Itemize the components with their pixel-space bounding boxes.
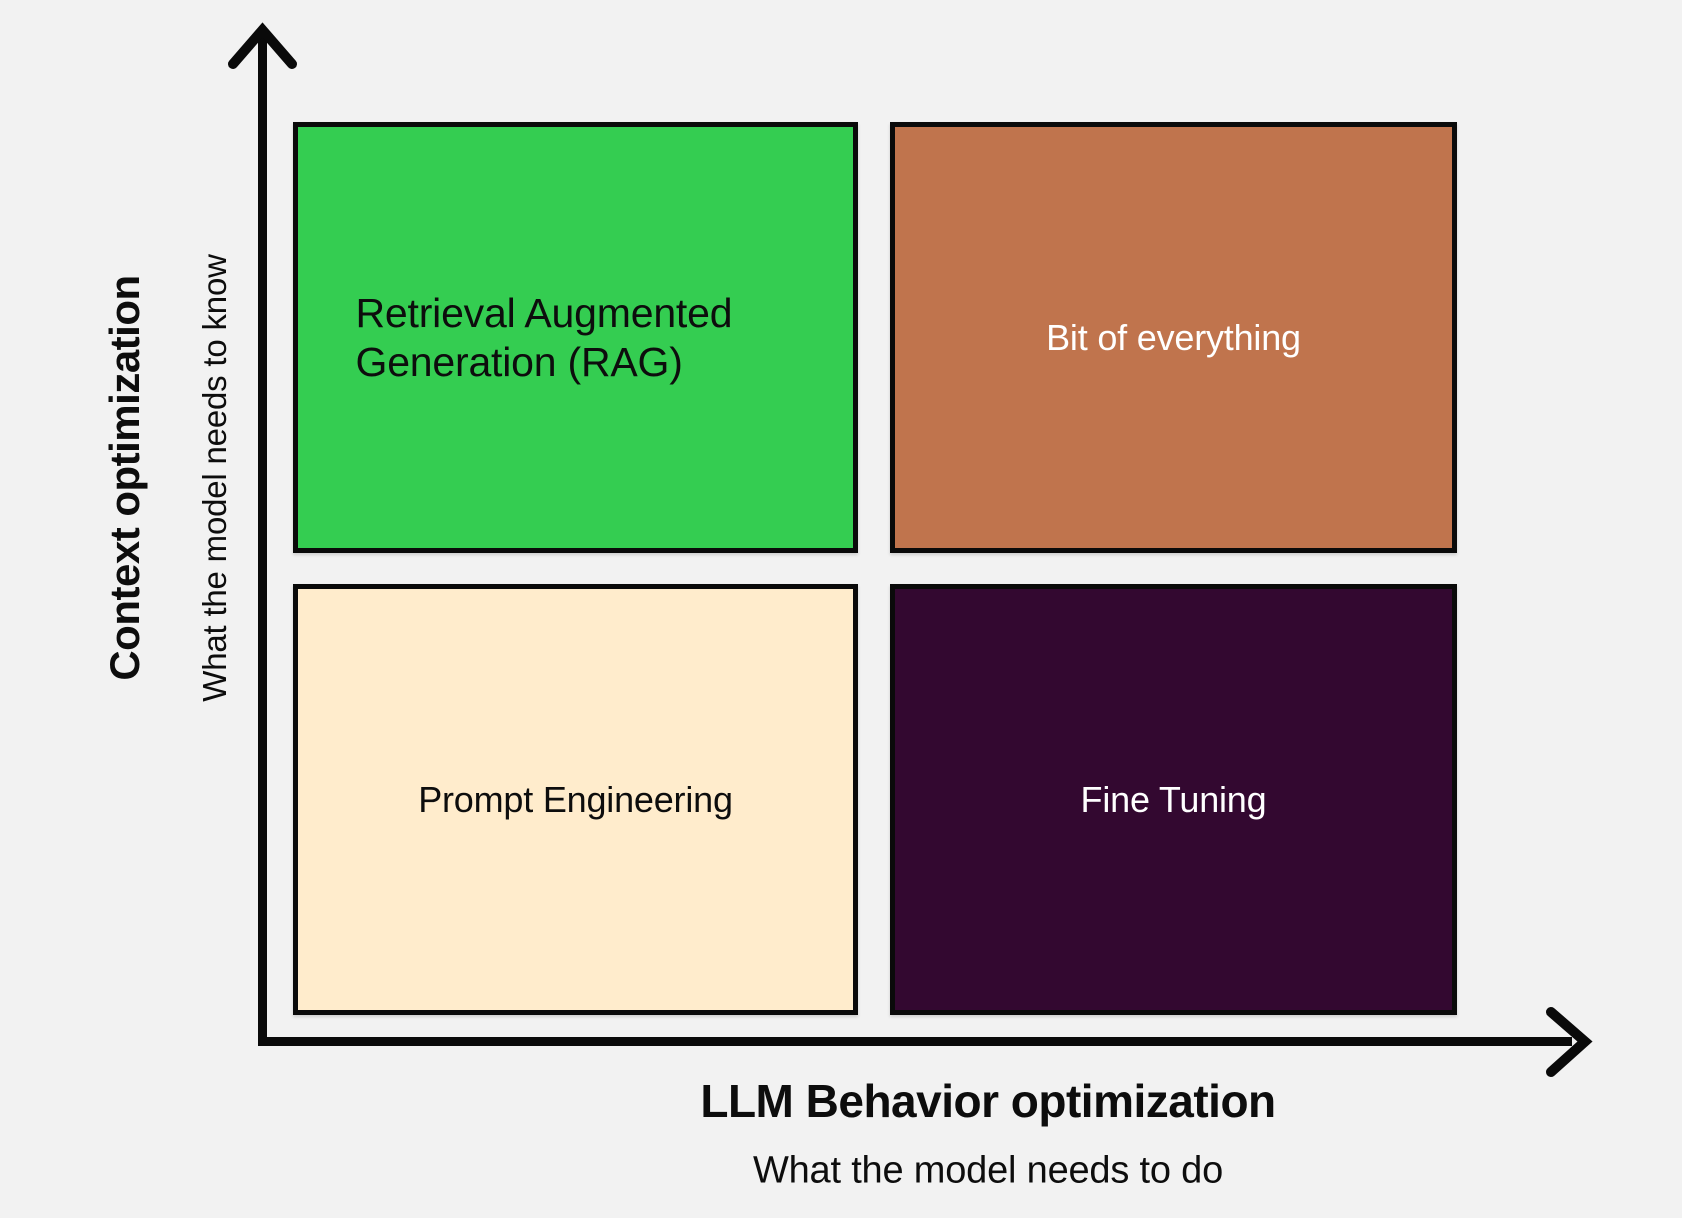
y-axis-line xyxy=(228,22,297,1046)
quadrant-fine-tuning-label: Fine Tuning xyxy=(1080,779,1267,820)
y-axis-title: Context optimization xyxy=(101,275,148,681)
quadrant-rag-label: Retrieval Augmented Generation (RAG) xyxy=(355,289,733,385)
x-axis-line xyxy=(258,1007,1593,1077)
quadrant-bit-of-everything-label: Bit of everything xyxy=(1046,317,1301,358)
quadrant-prompt-engineering: Prompt Engineering xyxy=(293,584,858,1015)
quadrant-rag: Retrieval Augmented Generation (RAG) xyxy=(293,122,858,553)
y-axis-subtitle: What the model needs to know xyxy=(196,254,233,702)
quadrant-fine-tuning: Fine Tuning xyxy=(890,584,1457,1015)
x-axis-title: LLM Behavior optimization xyxy=(700,1075,1276,1127)
x-axis-arrow-icon xyxy=(1546,1007,1593,1077)
x-axis-subtitle: What the model needs to do xyxy=(752,1149,1224,1192)
y-axis-arrow-icon xyxy=(228,22,297,69)
quadrant-prompt-engineering-label: Prompt Engineering xyxy=(418,779,733,820)
quadrant-bit-of-everything: Bit of everything xyxy=(890,122,1457,553)
